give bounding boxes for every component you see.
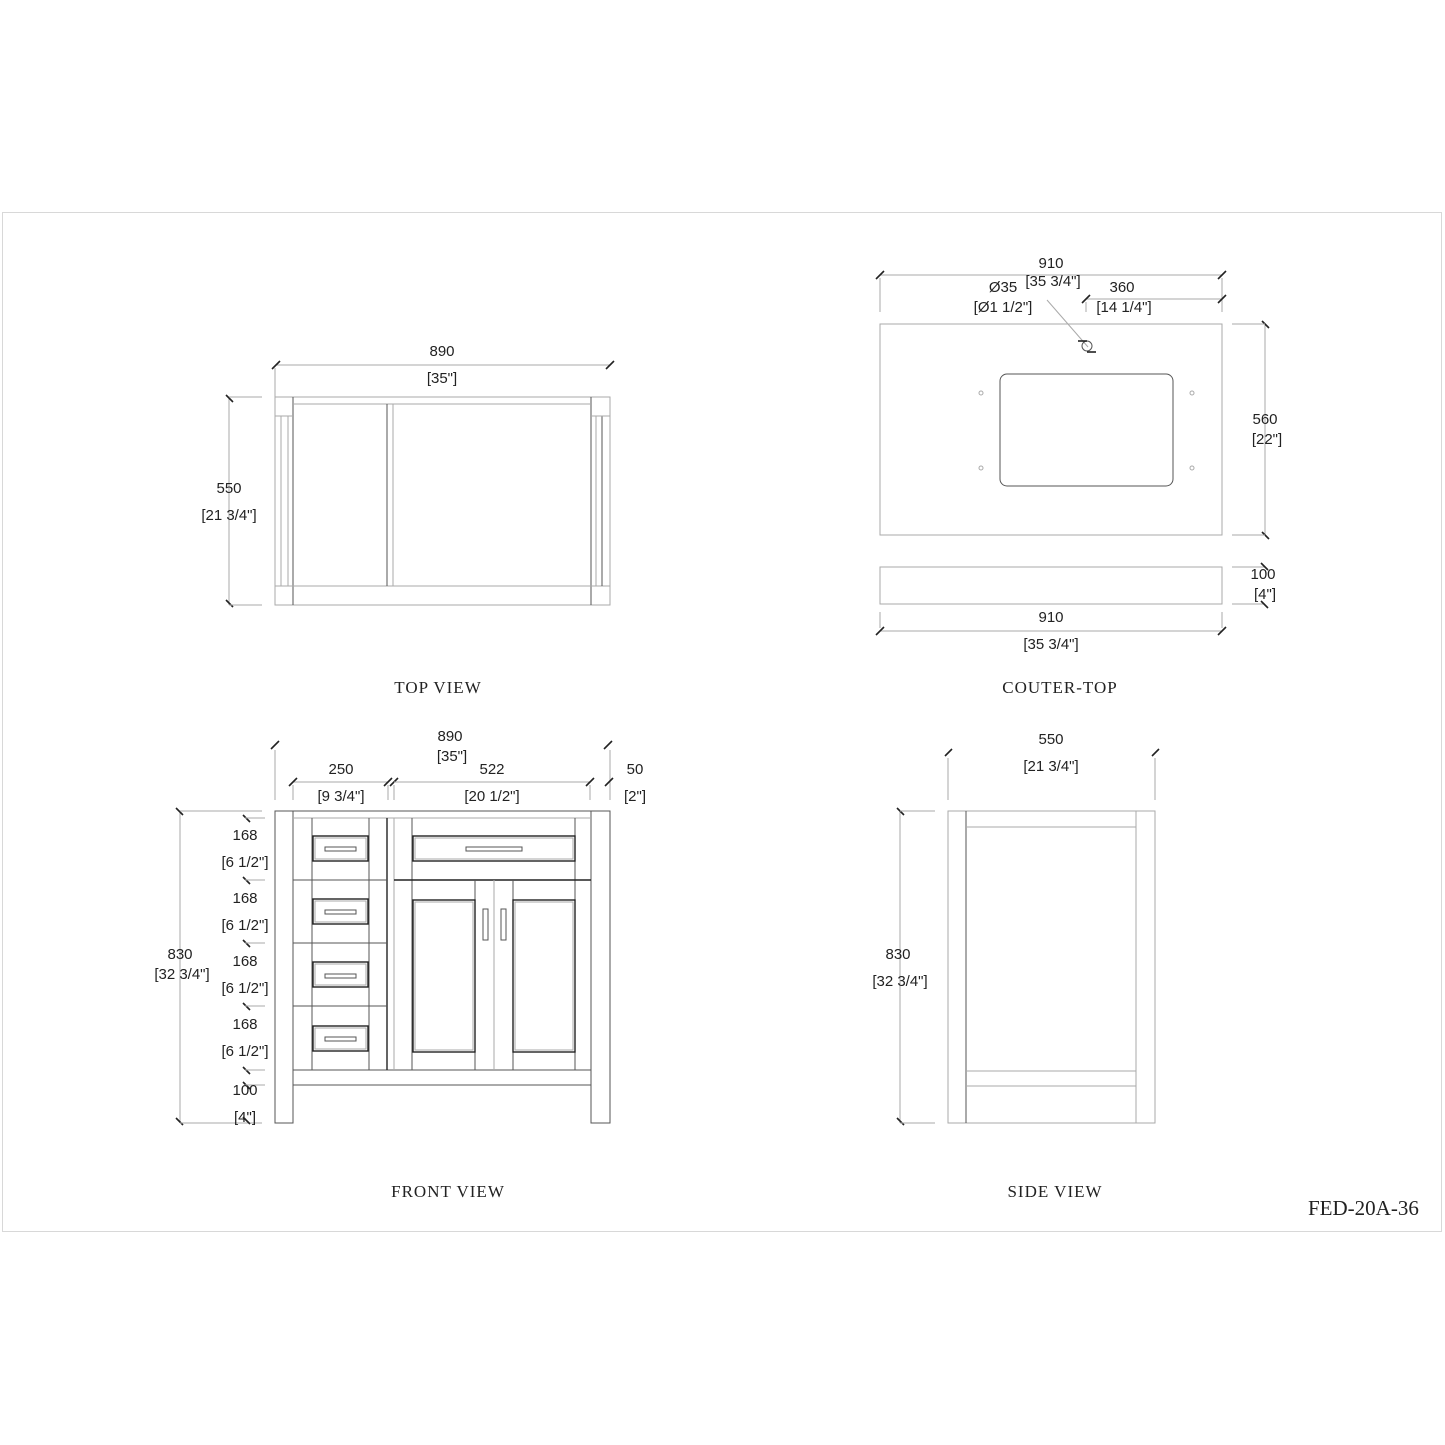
toe-kick-height-in: [4"] xyxy=(233,1109,257,1126)
side-height-in: [32 3/4"] xyxy=(872,973,928,990)
side-depth-mm: 550 xyxy=(1038,731,1064,748)
backsplash-width-in: [35 3/4"] xyxy=(1023,636,1079,653)
top-view-geometry xyxy=(225,360,615,608)
countertop-width-mm: 910 xyxy=(1038,255,1064,272)
drawer-2-height-mm: 168 xyxy=(232,890,258,907)
drawer-4-height-in: [6 1/2"] xyxy=(221,1043,269,1060)
countertop-depth-in: [22"] xyxy=(1251,431,1283,448)
drawer-3-height-mm: 168 xyxy=(232,953,258,970)
front-width-mm: 890 xyxy=(437,728,463,745)
top-width-in: [35"] xyxy=(426,370,458,387)
drawer-3-height-in: [6 1/2"] xyxy=(221,980,269,997)
drawer-column-width-mm: 250 xyxy=(328,761,354,778)
countertop-depth-mm: 560 xyxy=(1252,411,1278,428)
drawer-1-height-in: [6 1/2"] xyxy=(221,854,269,871)
backsplash-width-mm: 910 xyxy=(1038,609,1064,626)
leg-width-in: [2"] xyxy=(623,788,647,805)
countertop-geometry xyxy=(875,270,1270,636)
backsplash-height-mm: 100 xyxy=(1250,566,1276,583)
front-height-mm: 830 xyxy=(167,946,193,963)
leg-width-mm: 50 xyxy=(626,761,644,778)
hole-offset-in: [14 1/4"] xyxy=(1096,299,1152,316)
drawer-1-height-mm: 168 xyxy=(232,827,258,844)
toe-kick-height-mm: 100 xyxy=(232,1082,258,1099)
side-depth-in: [21 3/4"] xyxy=(1023,758,1079,775)
top-depth-mm: 550 xyxy=(216,480,242,497)
model-code: FED-20A-36 xyxy=(1308,1196,1419,1220)
drawer-column-width-in: [9 3/4"] xyxy=(317,788,365,805)
top-width-mm: 890 xyxy=(429,343,455,360)
front-width-in: [35"] xyxy=(436,748,468,765)
backsplash-height-in: [4"] xyxy=(1253,586,1277,603)
side-view-geometry xyxy=(896,748,1160,1126)
drawer-2-height-in: [6 1/2"] xyxy=(221,917,269,934)
side-view-title: SIDE VIEW xyxy=(1007,1182,1103,1201)
door-section-width-in: [20 1/2"] xyxy=(464,788,520,805)
drawing-frame xyxy=(2,212,1442,1232)
door-section-width-mm: 522 xyxy=(479,761,505,778)
front-view-geometry xyxy=(175,740,614,1126)
front-height-in: [32 3/4"] xyxy=(154,966,210,983)
front-view-title: FRONT VIEW xyxy=(391,1182,505,1201)
hole-offset-mm: 360 xyxy=(1109,279,1135,296)
faucet-hole-diameter-in: [Ø1 1/2"] xyxy=(973,299,1033,316)
top-view-title: TOP VIEW xyxy=(394,678,482,697)
drawer-4-height-mm: 168 xyxy=(232,1016,258,1033)
faucet-hole-diameter-mm: Ø35 xyxy=(988,279,1018,296)
top-depth-in: [21 3/4"] xyxy=(201,507,257,524)
countertop-width-in: [35 3/4"] xyxy=(1025,273,1081,290)
countertop-title: COUTER-TOP xyxy=(1002,678,1118,697)
side-height-mm: 830 xyxy=(885,946,911,963)
